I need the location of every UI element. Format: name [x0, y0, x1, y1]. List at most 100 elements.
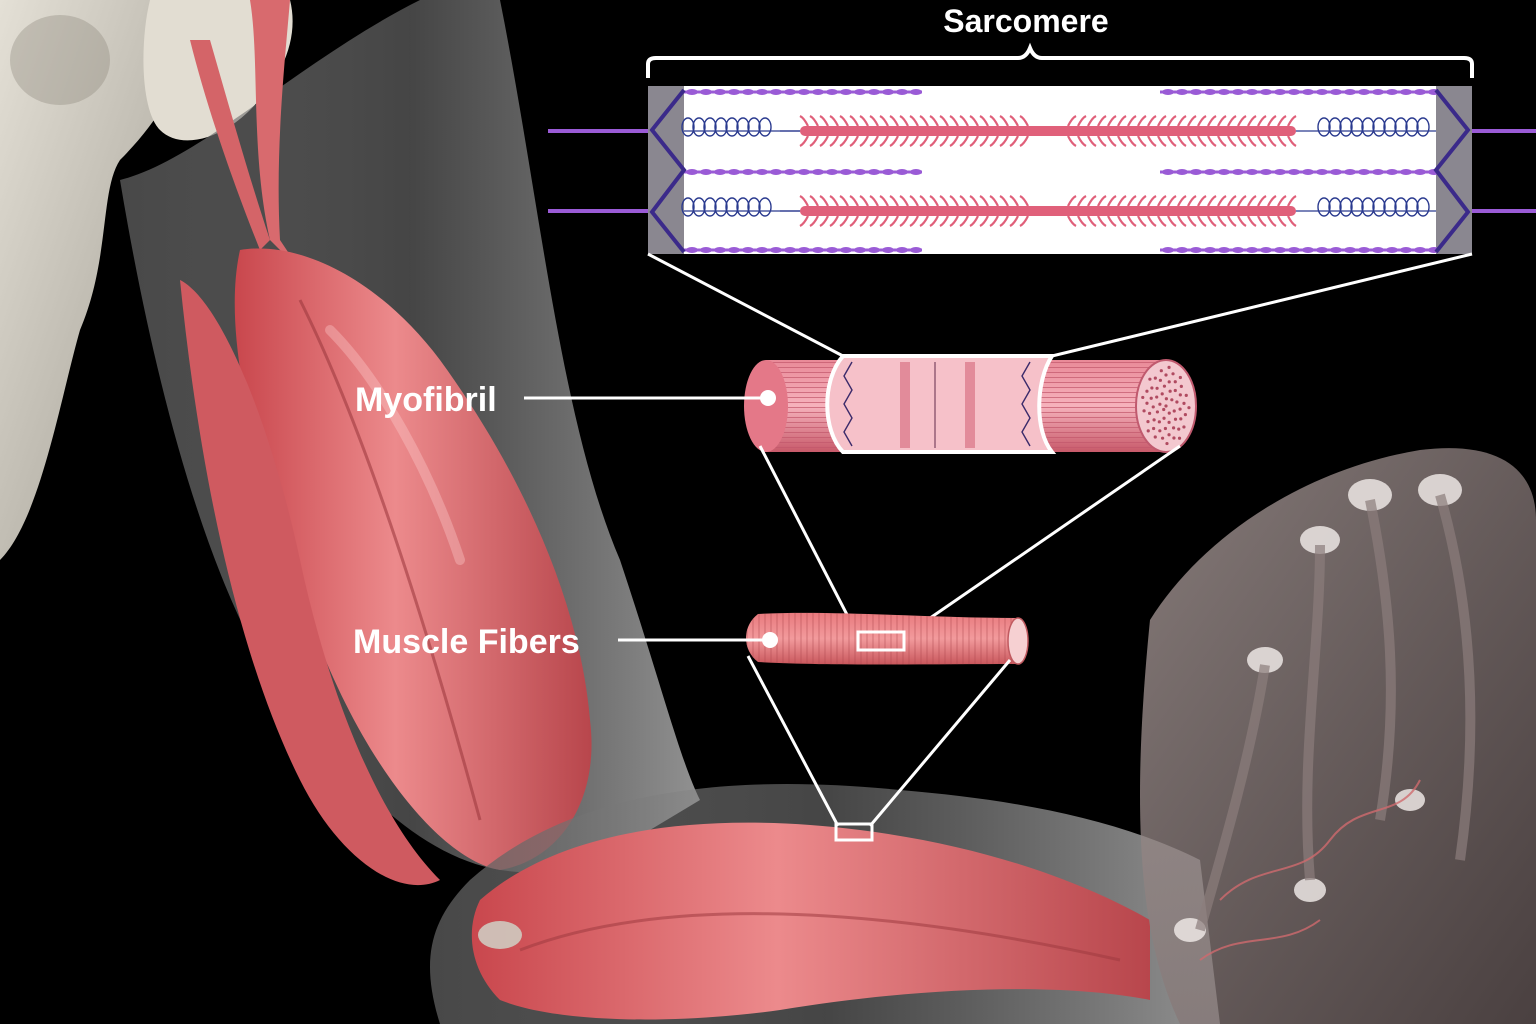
cross-section-dot: [1167, 411, 1171, 415]
myosin-head: [1287, 115, 1297, 127]
actin-bead: [1246, 89, 1258, 95]
myofibril-cross-section-dots: [1141, 365, 1191, 446]
actin-bead: [1274, 247, 1286, 253]
titin-coil: [1361, 197, 1375, 217]
myosin-head: [929, 195, 939, 207]
actin-bead: [784, 247, 796, 253]
actin-bead: [1232, 169, 1244, 175]
myosin-head: [879, 215, 889, 227]
myosin-head: [1117, 135, 1127, 147]
z-disc-left: [649, 88, 687, 254]
thin-filament-extensions: [548, 129, 1536, 213]
myosin-head: [979, 195, 989, 207]
myosin-head: [1167, 215, 1177, 227]
myosin-head: [1207, 115, 1217, 127]
myosin-head: [929, 215, 939, 227]
titin-coil: [1394, 117, 1408, 137]
actin-bead: [784, 89, 796, 95]
blood-vessels: [1199, 779, 1421, 961]
myosin-head: [899, 115, 909, 127]
myosin-head: [1147, 115, 1157, 127]
actin-bead: [896, 169, 908, 175]
actin-bead: [1414, 169, 1426, 175]
actin-bead: [1218, 247, 1230, 253]
actin-bead: [1190, 169, 1202, 175]
myosin-head: [829, 115, 839, 127]
myosin-head: [969, 215, 979, 227]
forearm-muscle-line: [519, 912, 1121, 962]
myosin-head: [859, 135, 869, 147]
cross-section-dot: [1178, 375, 1182, 380]
myosin-head: [1157, 215, 1167, 227]
myosin-head: [859, 195, 869, 207]
myosin-head: [989, 135, 999, 147]
myosin-head: [849, 135, 859, 147]
cross-section-dot: [1167, 420, 1171, 424]
myofibril-sarcomere-window: [825, 354, 1057, 454]
myosin-head: [1137, 115, 1147, 127]
actin-bead: [756, 169, 768, 175]
myosin-head: [929, 135, 939, 147]
titin-coil: [736, 197, 750, 217]
actin-bead: [1232, 247, 1244, 253]
myosin-head: [1237, 135, 1247, 147]
actin-bead: [1246, 247, 1258, 253]
myosin-head: [1127, 195, 1137, 207]
cross-section-dot: [1155, 386, 1159, 390]
actin-bead: [1218, 89, 1230, 95]
cross-section-dot: [1171, 426, 1176, 430]
titin-coil: [692, 197, 706, 217]
myosin-head: [1147, 215, 1157, 227]
fiber-highlight-box: [856, 630, 906, 652]
titin-coil: [747, 197, 761, 217]
biceps-tendon-long: [250, 0, 300, 270]
cross-section-dot: [1153, 376, 1157, 380]
actin-bead: [1344, 247, 1356, 253]
actin-bead: [1316, 247, 1328, 253]
myosin-head: [969, 135, 979, 147]
cross-section-dot: [1141, 395, 1145, 400]
myosin-head: [1237, 115, 1247, 127]
actin-bead: [854, 247, 866, 253]
myosin-head: [1197, 115, 1207, 127]
myosin-head: [1197, 195, 1207, 207]
cross-section-dot: [1145, 389, 1149, 393]
myofibril-z-lines: [843, 361, 1031, 447]
myosin-head: [889, 195, 899, 207]
actin-bead: [1176, 169, 1188, 175]
cross-section-dot: [1172, 409, 1176, 413]
myosin-head: [1137, 195, 1147, 207]
myosin-head: [1257, 215, 1267, 227]
actin-bead: [868, 169, 880, 175]
cross-section-dot: [1148, 411, 1152, 415]
actin-bead: [840, 169, 852, 175]
actin-bead: [1386, 169, 1398, 175]
titin-coil: [725, 197, 739, 217]
myosin-head: [1267, 195, 1277, 207]
actin-bead: [728, 169, 740, 175]
myosin-head: [1227, 135, 1237, 147]
titin-coil: [1383, 197, 1397, 217]
finger-bones: [1195, 493, 1476, 932]
myosin-head: [1097, 115, 1107, 127]
actin-bead: [868, 247, 880, 253]
titin-coil: [758, 117, 772, 137]
actin-bead: [1344, 169, 1356, 175]
actin-bead: [1260, 247, 1272, 253]
myosin-head: [1097, 215, 1107, 227]
myosin-head: [1087, 215, 1097, 227]
myosin-head: [809, 195, 819, 207]
myosin-head: [1117, 215, 1127, 227]
actin-bead: [1274, 169, 1286, 175]
myosin-head: [1107, 195, 1117, 207]
myosin-head: [919, 135, 929, 147]
actin-bead: [686, 247, 698, 253]
actin-bead: [1358, 89, 1370, 95]
titin-coil: [703, 117, 717, 137]
actin-bead: [1260, 89, 1272, 95]
actin-bead: [896, 89, 908, 95]
actin-bead: [1302, 89, 1314, 95]
cross-section-dot: [1160, 392, 1164, 396]
myosin-head: [1077, 115, 1087, 127]
